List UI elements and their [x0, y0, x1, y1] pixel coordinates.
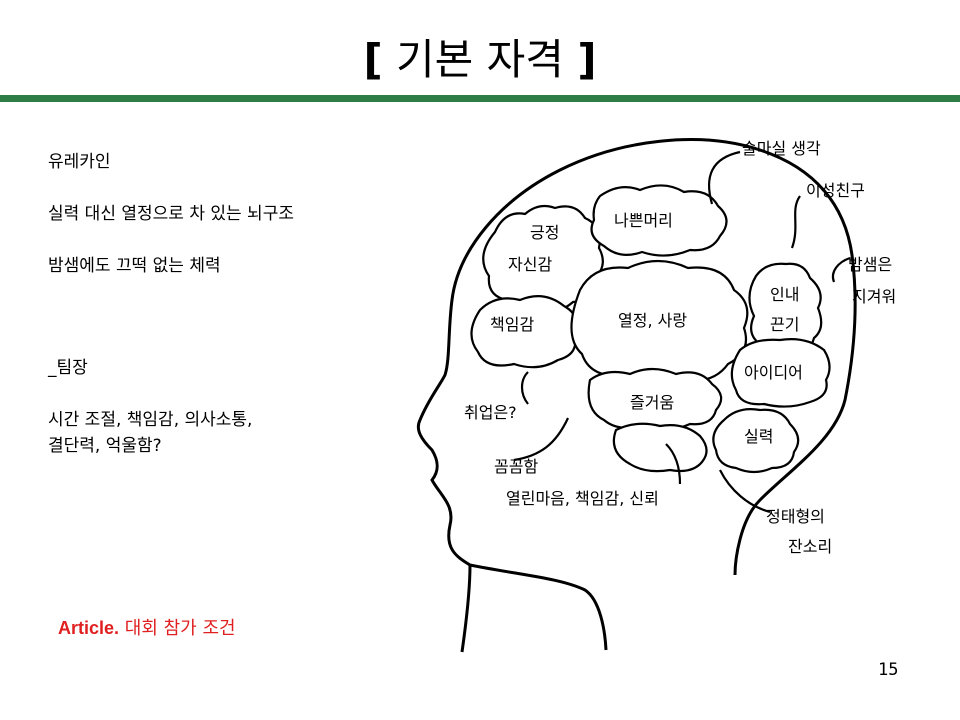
- callout-all-nighter-2: 지겨워: [852, 287, 896, 306]
- arrow-girlfriend: [790, 195, 801, 249]
- region-thorough-blob: [612, 422, 708, 473]
- arrow-all-nighter: [831, 256, 851, 283]
- region-patience-blob: [748, 262, 823, 355]
- region-fun-blob: [587, 367, 723, 431]
- label-fun: 즐거움: [630, 393, 674, 412]
- article-label: Article.: [58, 618, 120, 638]
- arrow-open-mind: [665, 443, 682, 485]
- page-number: 15: [878, 660, 899, 680]
- label-patience-1: 인내: [770, 285, 799, 304]
- neck-line: [469, 563, 608, 651]
- callout-thorough: 꼼꼼함: [494, 457, 538, 476]
- callout-drinking: 술마실 생각: [742, 139, 821, 158]
- label-positive-1: 긍정: [530, 223, 559, 242]
- region-bad-head-blob: [590, 184, 728, 257]
- text-line-team-leader: _팀장: [48, 358, 88, 378]
- arrow-drinking: [707, 150, 741, 205]
- slide-title: [ 기본 자격 ]: [0, 32, 960, 88]
- text-line-skills-2: 결단력, 억울함?: [48, 436, 162, 456]
- article-caption: Article. 대회 참가 조건: [58, 614, 236, 640]
- title-text: 기본 자격: [396, 35, 564, 84]
- label-idea: 아이디어: [744, 363, 803, 382]
- arrow-thorough: [513, 417, 569, 462]
- callout-girlfriend: 이성친구: [806, 181, 865, 200]
- label-responsibility: 책임감: [490, 315, 534, 334]
- head-outline: [416, 138, 857, 653]
- text-line-skills: 시간 조절, 책임감, 의사소통,: [48, 410, 253, 430]
- label-positive-2: 자신감: [508, 255, 552, 274]
- arrow-employment: [520, 371, 529, 405]
- article-text: 대회 참가 조건: [124, 618, 236, 639]
- region-responsibility-blob: [470, 295, 578, 369]
- callout-open-mind: 열린마음, 책임감, 신뢰: [506, 489, 659, 508]
- arrow-nagging: [719, 469, 771, 514]
- text-line-eureka: 유레카인: [48, 152, 111, 172]
- text-line-stamina: 밤샘에도 끄떡 없는 체력: [48, 256, 221, 276]
- title-divider: [0, 95, 960, 102]
- region-skill-blob: [712, 408, 800, 474]
- callout-nagging-2: 잔소리: [788, 537, 832, 556]
- label-passion: 열정, 사랑: [618, 311, 687, 330]
- label-bad-head: 나쁜머리: [614, 211, 673, 230]
- callout-all-nighter-1: 밤샘은: [848, 255, 892, 274]
- callout-employment: 취업은?: [464, 403, 517, 422]
- text-line-brain: 실력 대신 열정으로 차 있는 뇌구조: [48, 204, 294, 224]
- label-skill: 실력: [744, 427, 773, 446]
- title-close-bracket: ]: [577, 35, 597, 84]
- title-open-bracket: [: [363, 35, 383, 84]
- label-patience-2: 끈기: [770, 315, 799, 334]
- callout-nagging-1: 정태형의: [766, 507, 825, 526]
- region-idea-blob: [730, 338, 831, 408]
